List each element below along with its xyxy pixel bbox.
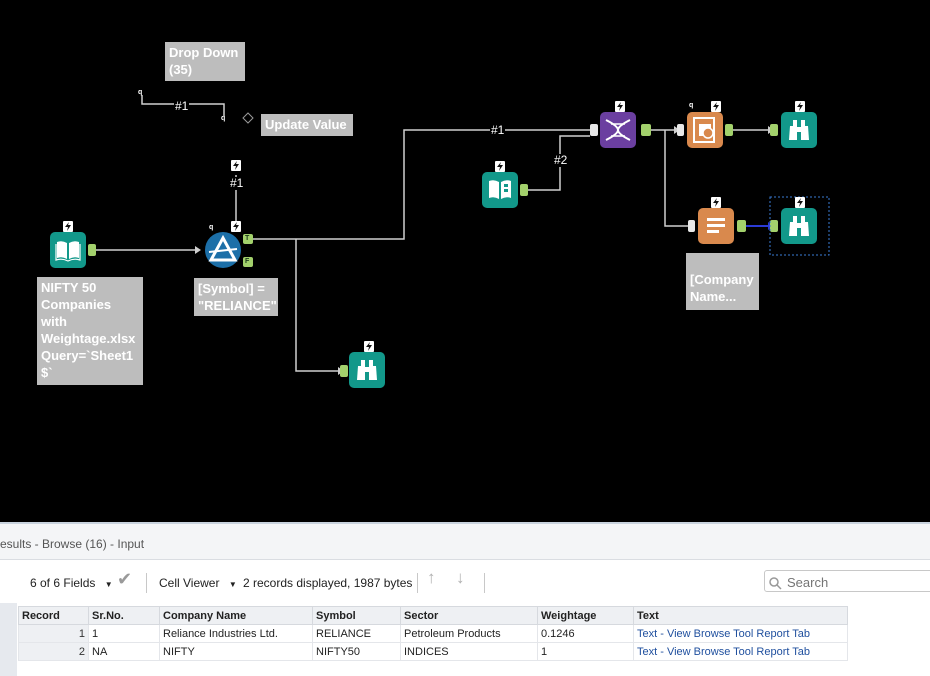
join-tool[interactable] xyxy=(600,112,636,148)
arrow-down-icon[interactable]: ↓ xyxy=(456,568,465,587)
bolt-icon xyxy=(364,341,374,352)
fields-selector[interactable]: 6 of 6 Fields ▼ xyxy=(30,576,113,592)
column-header-record[interactable]: Record xyxy=(18,606,89,625)
bolt-icon xyxy=(711,101,721,112)
input-data-tool[interactable] xyxy=(50,232,86,268)
wire-label-join-left: #1 xyxy=(490,123,506,137)
column-header-weightage[interactable]: Weightage xyxy=(537,606,634,625)
column-header-srno[interactable]: Sr.No. xyxy=(88,606,160,625)
wire-label-join-right: #2 xyxy=(553,153,569,167)
results-panel: esults - Browse (16) - Input 6 of 6 Fiel… xyxy=(0,522,930,676)
question-anchor-label: q xyxy=(689,102,694,109)
report-text-tool[interactable] xyxy=(698,208,734,244)
wire-label-dropdown: #1 xyxy=(174,99,190,113)
filter-annotation[interactable]: [Symbol] = "RELIANCE" xyxy=(194,278,278,316)
cell-srno[interactable]: NA xyxy=(88,642,160,661)
toolbar-divider xyxy=(484,573,485,593)
cell-weightage[interactable]: 0.1246 xyxy=(537,624,634,643)
toolbar-divider xyxy=(417,573,418,593)
bolt-icon xyxy=(231,160,241,171)
checkmark-icon[interactable]: ✔ xyxy=(117,569,133,589)
filter-true-anchor-label: T xyxy=(245,235,250,242)
results-toolbar: 6 of 6 Fields ▼ ✔ Cell Viewer ▼ 2 record… xyxy=(0,561,930,603)
filter-tool[interactable] xyxy=(205,232,241,268)
book-icon xyxy=(55,241,81,262)
cell-weightage[interactable]: 1 xyxy=(537,642,634,661)
cell-sector[interactable]: INDICES xyxy=(400,642,538,661)
search-input[interactable] xyxy=(764,570,930,592)
question-anchor-label: q xyxy=(221,115,226,122)
table-header-row: Record Sr.No. Company Name Symbol Sector… xyxy=(18,606,848,625)
results-title: esults - Browse (16) - Input xyxy=(0,524,930,560)
record-number: 2 xyxy=(18,642,89,661)
cell-viewer-selector[interactable]: Cell Viewer ▼ xyxy=(159,576,237,592)
input-data-annotation[interactable]: NIFTY 50 Companies with Weightage.xlsx Q… xyxy=(37,277,143,385)
cell-sector[interactable]: Petroleum Products xyxy=(400,624,538,643)
wire-label-filter-question: #1 xyxy=(229,176,245,190)
arrow-up-icon[interactable]: ↑ xyxy=(427,568,436,587)
browse-tool[interactable] xyxy=(349,352,385,388)
cell-symbol[interactable]: RELIANCE xyxy=(312,624,401,643)
results-table: Record Sr.No. Company Name Symbol Sector… xyxy=(18,606,848,661)
filter-false-anchor-label: F xyxy=(245,258,250,265)
bolt-icon xyxy=(795,101,805,112)
column-header-sector[interactable]: Sector xyxy=(400,606,538,625)
binoculars-icon xyxy=(789,120,809,140)
fields-label: 6 of 6 Fields xyxy=(30,576,96,590)
bolt-icon xyxy=(711,197,721,208)
cell-viewer-label: Cell Viewer xyxy=(159,576,220,590)
chevron-down-icon: ▼ xyxy=(104,580,113,589)
bolt-icon xyxy=(63,221,73,232)
cell-text-link[interactable]: Text - View Browse Tool Report Tab xyxy=(633,642,848,661)
bolt-icon xyxy=(795,197,805,208)
browse-tool-3[interactable] xyxy=(781,208,817,244)
workflow-canvas[interactable]: Drop Down (35) Update Value NIFTY 50 Com… xyxy=(0,0,930,522)
bolt-icon xyxy=(231,221,241,232)
update-value-annotation[interactable]: Update Value xyxy=(261,114,353,136)
filter-triangle-icon xyxy=(208,234,238,262)
bolt-icon xyxy=(495,161,505,172)
binoculars-icon xyxy=(789,216,809,236)
table-row[interactable]: 2 NA NIFTY NIFTY50 INDICES 1 Text - View… xyxy=(18,642,848,661)
cell-company-name[interactable]: Reliance Industries Ltd. xyxy=(159,624,313,643)
records-info: 2 records displayed, 1987 bytes xyxy=(243,576,413,590)
table-row[interactable]: 1 1 Reliance Industries Ltd. RELIANCE Pe… xyxy=(18,624,848,643)
dna-join-icon xyxy=(605,119,631,141)
report-layout-icon xyxy=(693,117,715,143)
input-data-tool-2[interactable] xyxy=(482,172,518,208)
question-anchor-label: q xyxy=(138,89,143,96)
cell-symbol[interactable]: NIFTY50 xyxy=(312,642,401,661)
text-lines-icon xyxy=(707,218,725,233)
bolt-icon xyxy=(615,101,625,112)
column-header-text[interactable]: Text xyxy=(633,606,848,625)
report-tool[interactable] xyxy=(687,112,723,148)
book-icon xyxy=(489,180,511,199)
dropdown-annotation[interactable]: Drop Down (35) xyxy=(165,42,245,81)
cell-text-link[interactable]: Text - View Browse Tool Report Tab xyxy=(633,624,848,643)
column-header-symbol[interactable]: Symbol xyxy=(312,606,401,625)
formula-annotation[interactable]: [Company Name... xyxy=(686,253,759,310)
record-number: 1 xyxy=(18,624,89,643)
question-anchor-label: q xyxy=(209,224,214,231)
cell-company-name[interactable]: NIFTY xyxy=(159,642,313,661)
connection-wires xyxy=(88,95,830,377)
binoculars-icon xyxy=(357,360,377,380)
column-header-company-name[interactable]: Company Name xyxy=(159,606,313,625)
toolbar-divider xyxy=(146,573,147,593)
browse-tool-2[interactable] xyxy=(781,112,817,148)
cell-srno[interactable]: 1 xyxy=(88,624,160,643)
chevron-down-icon: ▼ xyxy=(228,580,237,589)
